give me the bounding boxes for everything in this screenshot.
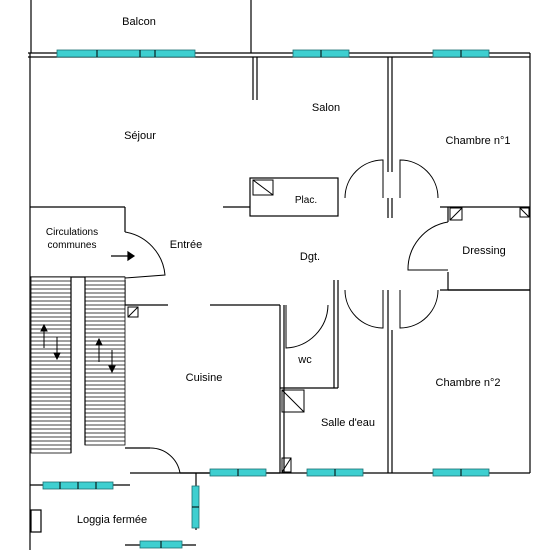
room-label-cuisine: Cuisine xyxy=(186,372,223,384)
walls xyxy=(28,0,531,550)
window-sejour xyxy=(56,49,196,58)
salon-door-right-swing-icon xyxy=(399,159,439,199)
stair-arrow-icon xyxy=(40,323,61,361)
cuisine-duct-diagonal xyxy=(127,306,139,318)
salle-eau-duct-diagonal xyxy=(281,389,305,413)
salon-door-left-swing-icon xyxy=(344,159,384,199)
room-label-loggia: Loggia fermée xyxy=(77,514,147,526)
room-label-salle-eau: Salle d'eau xyxy=(321,417,375,429)
room-label-dressing: Dressing xyxy=(462,245,505,257)
stair-steps-right xyxy=(85,280,125,442)
loggia-appliance xyxy=(30,509,42,533)
windows xyxy=(42,49,490,549)
room-label-placard: Plac. xyxy=(295,195,317,206)
chambre1-duct-diagonal xyxy=(519,207,530,218)
placard-duct-icon xyxy=(252,179,274,196)
wc-door-swing-icon xyxy=(285,304,329,349)
salle-eau-small-duct-icon xyxy=(281,457,292,473)
stair-arrow-icon xyxy=(95,337,116,374)
chambre2-door-left-swing-icon xyxy=(344,289,384,329)
room-label-wc: wc xyxy=(297,354,312,366)
room-label-balcon: Balcon xyxy=(122,16,156,28)
entry-door-swing-icon xyxy=(124,231,166,279)
cuisine-duct-icon xyxy=(127,306,139,318)
stair-steps-left xyxy=(31,280,71,450)
chambre2-door-right-swing-icon xyxy=(399,289,439,329)
placard-outline xyxy=(249,177,339,217)
room-label-sejour: Séjour xyxy=(124,130,156,142)
salle-eau-duct-icon xyxy=(281,389,305,413)
dressing-duct-diagonal xyxy=(449,207,463,221)
duct-fixtures xyxy=(127,179,530,473)
entry-arrow-icon xyxy=(111,250,136,262)
room-label-circulations-line2: communes xyxy=(48,240,97,251)
room-label-chambre1: Chambre n°1 xyxy=(446,135,511,147)
room-labels: Balcon Séjour Salon Chambre n°1 Circulat… xyxy=(46,16,511,526)
stairs xyxy=(30,276,126,454)
chambre1-duct-icon xyxy=(519,207,530,218)
room-label-salon: Salon xyxy=(312,102,340,114)
loggia-door-swing-icon xyxy=(149,447,181,474)
placard-duct-diagonal xyxy=(252,179,274,196)
room-label-circulations: Circulations xyxy=(46,227,98,238)
room-label-degagement: Dgt. xyxy=(300,251,320,263)
room-label-chambre2: Chambre n°2 xyxy=(436,377,501,389)
dressing-door-swing-icon xyxy=(407,221,449,271)
dressing-duct-icon xyxy=(449,207,463,221)
salle-eau-small-duct-diagonal xyxy=(281,457,292,473)
doors xyxy=(111,159,530,474)
room-label-entree: Entrée xyxy=(170,239,202,251)
